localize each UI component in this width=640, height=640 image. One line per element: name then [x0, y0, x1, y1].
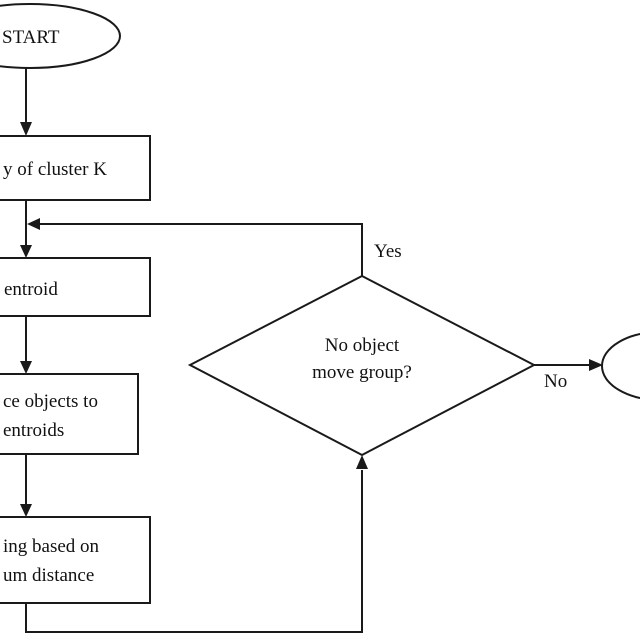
- connector-step4-to-decision: [25, 470, 363, 633]
- arrowhead-yes-loop: [27, 218, 40, 230]
- arrowhead-decision-bottom: [356, 455, 368, 469]
- arrowhead-step3: [20, 361, 32, 374]
- step-distance-to-centroids: [0, 373, 139, 455]
- step-distance-line2: entroids: [3, 420, 64, 441]
- step-centroid: [0, 257, 151, 317]
- start-label: START: [2, 27, 60, 48]
- step-grouping-line1: ing based on: [3, 536, 100, 557]
- arrowhead-step2: [20, 245, 32, 258]
- step-number-of-clusters: [0, 135, 151, 201]
- decision-line2: move group?: [312, 362, 412, 383]
- start-terminator: [0, 3, 121, 69]
- yes-label: Yes: [374, 241, 402, 262]
- step-number-of-clusters-label: y of cluster K: [3, 159, 107, 180]
- step-distance-line1: ce objects to: [3, 391, 98, 412]
- connector-yes-loop: [40, 223, 363, 276]
- decision-diamond: [187, 274, 537, 457]
- step-grouping-line2: um distance: [3, 565, 94, 586]
- step-centroid-label: entroid: [4, 279, 58, 300]
- arrowhead-step1: [20, 122, 32, 136]
- decision-line1: No object: [325, 335, 400, 356]
- arrowhead-step4: [20, 504, 32, 517]
- arrowhead-end: [589, 359, 603, 371]
- no-label: No: [544, 371, 567, 392]
- end-terminator: [601, 333, 640, 399]
- step-grouping: [0, 516, 151, 604]
